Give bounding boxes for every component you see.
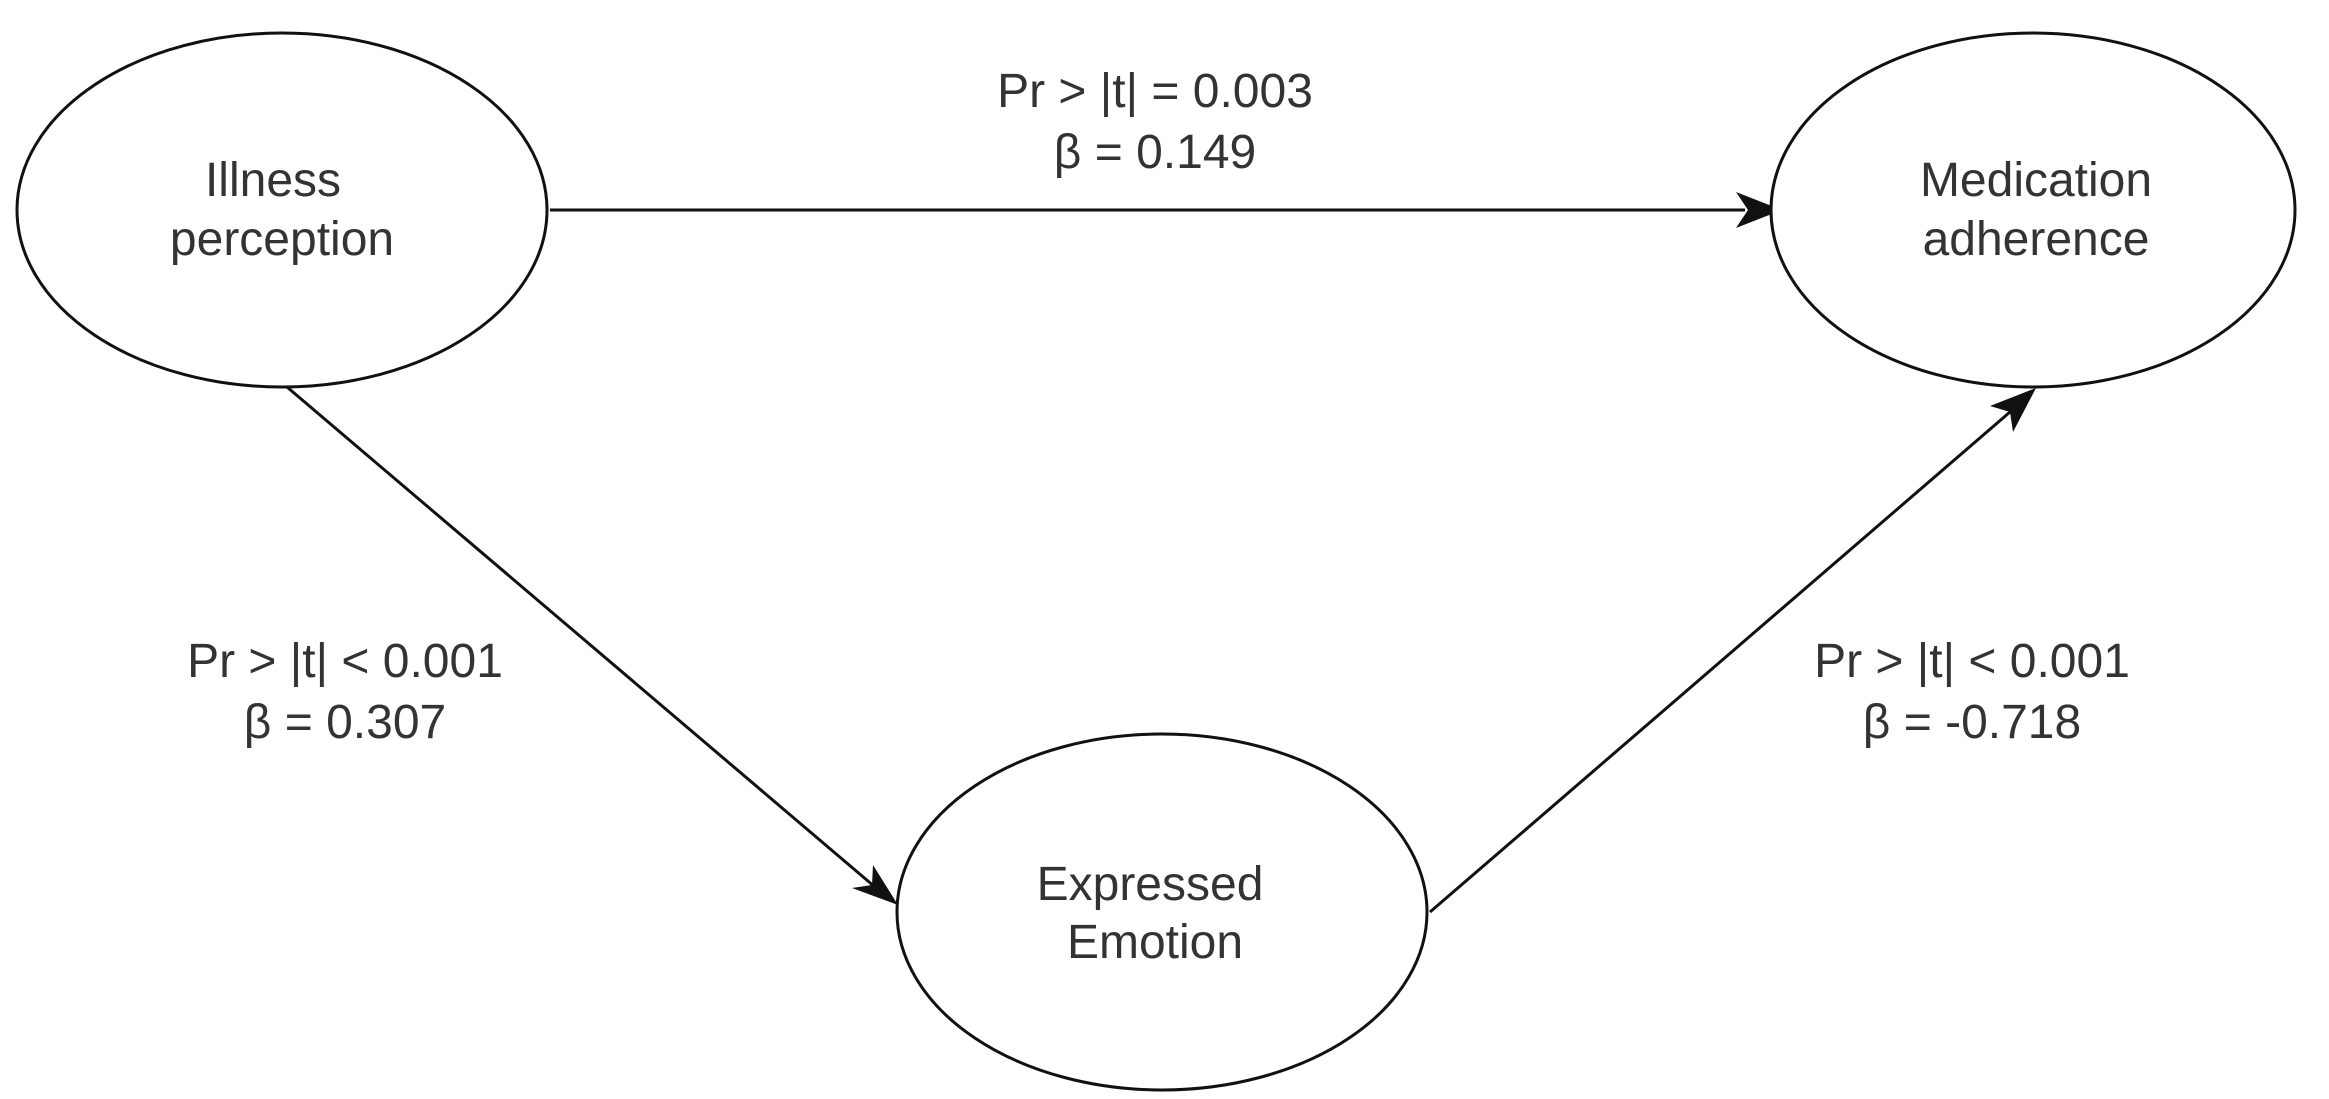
node-label-emotion-line1: Expressed <box>1037 858 1264 911</box>
edge-emotion-to-adherence <box>1429 388 2036 914</box>
node-label-adherence-line2: adherence <box>1923 213 2150 266</box>
node-label-adherence-line1: Medication <box>1920 154 2152 207</box>
node-ellipse-illness-perception <box>15 31 549 389</box>
node-illness-perception: Illness perception <box>15 31 549 389</box>
edge-illness-to-emotion <box>286 385 898 905</box>
p-value-illness-to-adherence: Pr > |t| = 0.003 <box>997 65 1313 118</box>
p-value-emotion-to-adherence: Pr > |t| < 0.001 <box>1814 635 2130 688</box>
edge-label-illness-to-adherence: Pr > |t| = 0.003 β = 0.149 <box>997 65 1313 179</box>
beta-illness-to-emotion: β = 0.307 <box>244 696 446 749</box>
node-expressed-emotion: Expressed Emotion <box>895 732 1429 1092</box>
edge-line-illness-to-emotion <box>286 385 876 889</box>
arrow-head-illness-to-emotion <box>852 865 898 905</box>
node-ellipse-expressed-emotion <box>895 732 1429 1092</box>
arrow-head-emotion-to-adherence <box>1990 388 2036 432</box>
arrow-head-illness-to-adherence <box>1736 192 1782 228</box>
beta-illness-to-adherence: β = 0.149 <box>1054 126 1256 179</box>
beta-emotion-to-adherence: β = -0.718 <box>1863 696 2081 749</box>
edge-line-emotion-to-adherence <box>1429 410 2011 914</box>
node-label-emotion-line2: Emotion <box>1067 916 1243 969</box>
edge-label-illness-to-emotion: Pr > |t| < 0.001 β = 0.307 <box>187 635 503 749</box>
edge-illness-to-adherence <box>550 192 1782 228</box>
node-label-illness-line1: Illness <box>205 154 341 207</box>
p-value-illness-to-emotion: Pr > |t| < 0.001 <box>187 635 503 688</box>
node-medication-adherence: Medication adherence <box>1769 31 2297 389</box>
edge-label-emotion-to-adherence: Pr > |t| < 0.001 β = -0.718 <box>1814 635 2130 749</box>
node-ellipse-medication-adherence <box>1769 31 2297 389</box>
node-label-illness-line2: perception <box>170 213 394 266</box>
